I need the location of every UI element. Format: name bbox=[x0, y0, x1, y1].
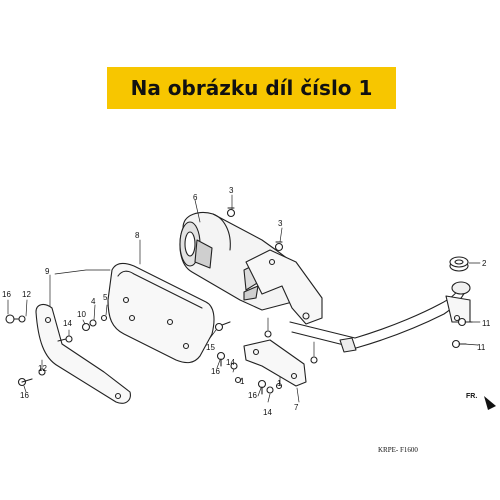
muffler-small-protector bbox=[243, 339, 307, 387]
exhaust-gasket bbox=[449, 256, 469, 272]
exhaust-pipe bbox=[289, 281, 471, 353]
callout-6: 6 bbox=[193, 193, 198, 202]
callout-16-center: 16 bbox=[211, 367, 220, 376]
callout-13: 14 bbox=[63, 319, 72, 328]
leader-lines bbox=[7, 194, 481, 403]
callout-labels: 6 3 3 2 8 9 16 12 4 5 10 14 11 11 15 12 … bbox=[2, 186, 491, 454]
callout-16-left: 16 bbox=[2, 290, 11, 299]
callout-5: 5 bbox=[103, 293, 108, 302]
callout-11-top: 11 bbox=[482, 319, 491, 328]
muffler-heat-protector bbox=[107, 262, 215, 364]
callout-1: 1 bbox=[240, 377, 245, 386]
muffler-mounting-stay bbox=[245, 249, 323, 325]
front-direction-arrow bbox=[484, 396, 496, 410]
callout-16-bottom-left: 16 bbox=[20, 391, 29, 400]
callout-10: 10 bbox=[77, 310, 86, 319]
callout-14-left: 14 bbox=[226, 358, 235, 367]
callout-4: 4 bbox=[91, 297, 96, 306]
callout-15: 15 bbox=[206, 343, 215, 352]
banner-text: Na obrázku díl číslo 1 bbox=[130, 76, 373, 100]
callout-3-top: 3 bbox=[229, 186, 234, 195]
callout-3-right: 3 bbox=[278, 219, 283, 228]
callout-7: 7 bbox=[294, 403, 299, 412]
callout-12-bottom: 12 bbox=[38, 364, 47, 373]
callout-9: 9 bbox=[45, 267, 50, 276]
callout-14-right: 14 bbox=[263, 408, 272, 417]
fasteners bbox=[5, 207, 473, 395]
callout-16-bottom-right: 16 bbox=[248, 391, 257, 400]
callout-11-bottom: 11 bbox=[477, 343, 486, 352]
callout-1-right: 1 bbox=[277, 379, 282, 388]
front-direction-label: FR. bbox=[466, 393, 477, 400]
diagram-code: KRPE- F1600 bbox=[378, 446, 418, 454]
callout-2: 2 bbox=[482, 259, 487, 268]
side-cover bbox=[35, 303, 131, 404]
part-number-banner: Na obrázku díl číslo 1 bbox=[107, 67, 396, 109]
callout-12-top: 12 bbox=[22, 290, 31, 299]
callout-8: 8 bbox=[135, 231, 140, 240]
